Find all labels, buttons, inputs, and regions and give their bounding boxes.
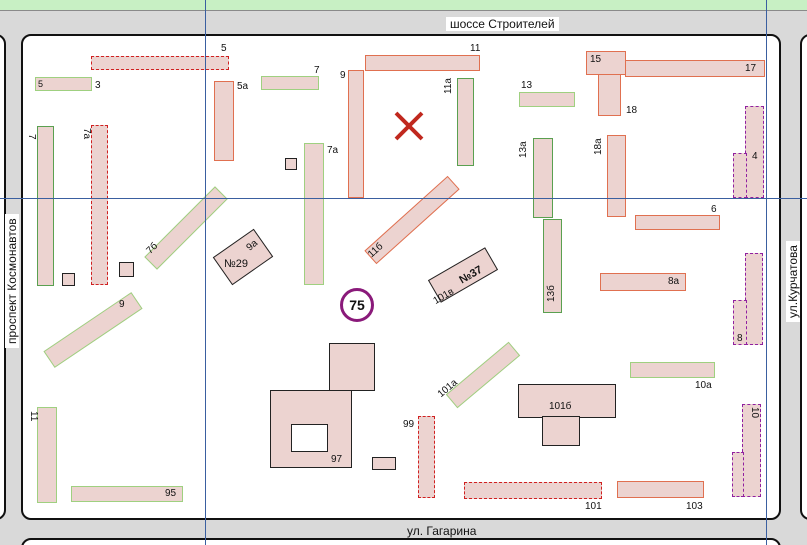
label-29: №29	[224, 258, 249, 270]
building-small-near-97[interactable]	[372, 457, 396, 470]
building-7a-left[interactable]	[91, 125, 108, 285]
label-7a: 7а	[327, 145, 339, 156]
street-label-top: шоссе Строителей	[446, 17, 559, 31]
building-18[interactable]	[598, 74, 621, 116]
building-7a[interactable]	[304, 143, 324, 285]
building-101b-wing[interactable]	[542, 416, 580, 446]
route-badge[interactable]: 75	[340, 288, 374, 322]
label-8a: 8а	[668, 276, 680, 287]
label-99: 99	[403, 419, 415, 430]
label-101b: 101б	[549, 401, 572, 412]
label-95: 95	[165, 488, 177, 499]
label-5a: 5а	[237, 81, 249, 92]
grid-line-horizontal	[0, 198, 807, 199]
label-7-left: 7	[26, 134, 37, 140]
building-square-3[interactable]	[119, 262, 134, 277]
label-15: 15	[590, 54, 602, 65]
label-18a: 18а	[593, 138, 604, 155]
label-4: 4	[752, 151, 758, 162]
label-10: 10	[749, 407, 760, 419]
cross-marker-icon[interactable]	[393, 110, 425, 142]
label-13a: 13а	[518, 141, 529, 158]
label-97: 97	[331, 454, 343, 465]
building-101[interactable]	[464, 482, 602, 499]
grid-line-vertical-2	[766, 0, 767, 545]
building-8[interactable]	[745, 253, 763, 345]
label-101: 101	[585, 501, 602, 512]
label-11: 11	[470, 43, 481, 54]
building-8-annex[interactable]	[733, 300, 747, 345]
building-square-1[interactable]	[285, 158, 297, 170]
label-9-top: 9	[340, 70, 346, 81]
label-5-small: 5	[38, 79, 44, 89]
label-10a: 10а	[695, 380, 712, 391]
label-3: 3	[95, 80, 101, 91]
building-101b[interactable]	[518, 384, 616, 418]
bottom-neighbor-block	[21, 538, 781, 545]
label-6: 6	[711, 204, 717, 215]
building-6[interactable]	[635, 215, 720, 230]
building-17[interactable]	[625, 60, 765, 77]
building-square-2[interactable]	[62, 273, 75, 286]
building-11a[interactable]	[457, 78, 474, 166]
label-13b: 13б	[546, 285, 557, 302]
building-15[interactable]	[586, 51, 626, 75]
building-95[interactable]	[71, 486, 183, 502]
building-13b[interactable]	[543, 219, 562, 313]
building-7[interactable]	[261, 76, 319, 90]
building-9-top[interactable]	[348, 70, 364, 198]
building-5-small[interactable]	[35, 77, 92, 91]
right-neighbor-block	[800, 34, 807, 520]
label-17: 17	[745, 63, 757, 74]
building-13a[interactable]	[533, 138, 553, 218]
street-label-right: ул.Курчатова	[786, 241, 800, 322]
building-13[interactable]	[519, 92, 575, 107]
label-18: 18	[626, 105, 638, 116]
building-8a[interactable]	[600, 273, 686, 291]
top-strip	[0, 0, 807, 11]
building-5[interactable]	[91, 56, 229, 70]
building-103[interactable]	[617, 481, 704, 498]
label-7a-left: 7а	[81, 128, 92, 140]
label-8: 8	[737, 333, 743, 344]
label-103: 103	[686, 501, 703, 512]
building-10[interactable]	[742, 404, 761, 497]
label-11-bottom: 11	[28, 411, 39, 422]
building-11[interactable]	[365, 55, 480, 71]
building-5a[interactable]	[214, 81, 234, 161]
building-97-courtyard	[291, 424, 328, 452]
building-99[interactable]	[418, 416, 435, 498]
building-10-annex[interactable]	[732, 452, 744, 497]
building-97-tower[interactable]	[329, 343, 375, 391]
building-4[interactable]	[745, 106, 764, 198]
street-label-left: проспект Космонавтов	[5, 214, 19, 348]
grid-line-vertical-1	[205, 0, 206, 545]
label-13: 13	[521, 80, 533, 91]
building-18a[interactable]	[607, 135, 626, 217]
label-5: 5	[221, 43, 227, 54]
label-9: 9	[119, 299, 125, 310]
street-label-bottom: ул. Гагарина	[403, 524, 481, 538]
label-11a: 11а	[443, 78, 454, 94]
route-number: 75	[349, 297, 365, 313]
building-7-left[interactable]	[37, 126, 54, 286]
building-4-annex[interactable]	[733, 153, 747, 198]
label-7: 7	[314, 65, 320, 76]
building-11-bottom[interactable]	[37, 407, 57, 503]
building-10a[interactable]	[630, 362, 715, 378]
